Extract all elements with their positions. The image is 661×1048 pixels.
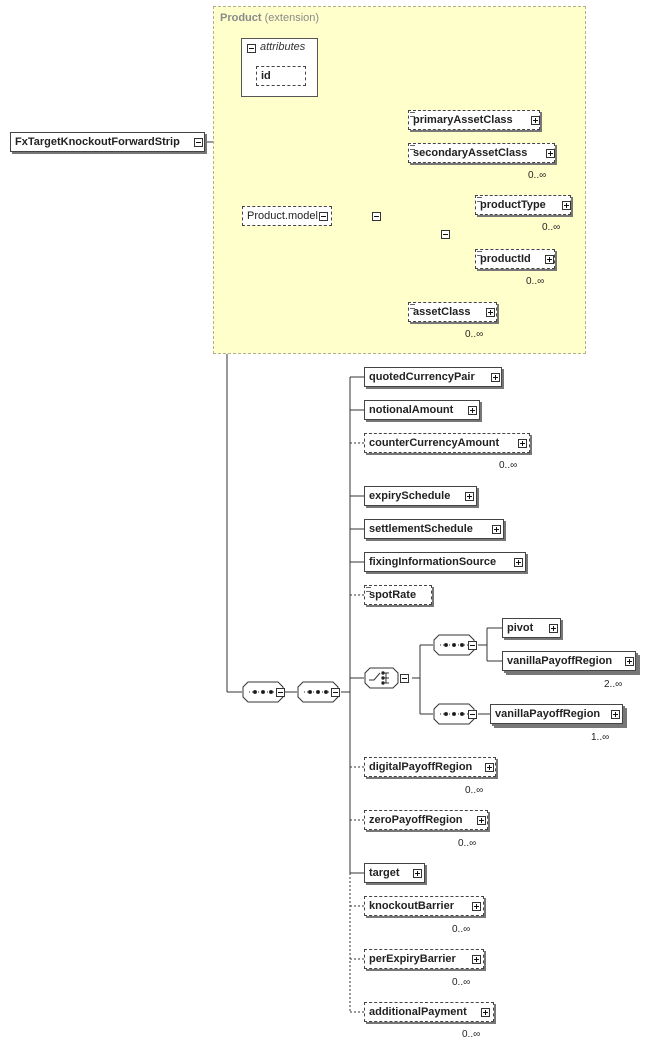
element-spot-rate[interactable]: spotRate (364, 585, 432, 605)
expand-toggle[interactable] (546, 149, 555, 158)
element-label: settlementSchedule (369, 523, 473, 535)
expand-toggle[interactable] (491, 373, 500, 382)
element-label: knockoutBarrier (369, 900, 454, 912)
root-element[interactable]: FxTargetKnockoutForwardStrip (10, 132, 205, 152)
element-label: counterCurrencyAmount (369, 437, 500, 449)
collapse-toggle[interactable] (194, 138, 203, 147)
element-label: target (369, 867, 400, 879)
product-model-label: Product.model (247, 210, 318, 222)
element-asset-class[interactable]: assetClass (408, 302, 497, 322)
cardinality-label: 1..∞ (591, 732, 610, 743)
element-label: primaryAssetClass (413, 114, 513, 126)
element-label: digitalPayoffRegion (369, 761, 473, 773)
element-product-id[interactable]: productId (475, 249, 555, 269)
expand-toggle[interactable] (549, 624, 558, 633)
extension-kind-label: (extension) (264, 12, 320, 24)
choice-compositor (364, 667, 399, 689)
element-label: secondaryAssetClass (413, 147, 528, 159)
cardinality-label: 0..∞ (458, 838, 477, 849)
element-quoted-currency-pair[interactable]: quotedCurrencyPair (364, 367, 502, 387)
element-target[interactable]: target (364, 863, 425, 883)
expand-toggle[interactable] (472, 955, 481, 964)
expand-toggle[interactable] (492, 525, 501, 534)
cardinality-label: 0..∞ (462, 1029, 481, 1040)
attribute-id[interactable]: id (256, 66, 306, 86)
element-label: zeroPayoffRegion (369, 814, 463, 826)
cardinality-label: 0..∞ (452, 977, 471, 988)
element-zero-payoff-region[interactable]: zeroPayoffRegion (364, 810, 488, 830)
collapse-toggle[interactable] (247, 44, 256, 53)
sequence-compositor (433, 634, 475, 656)
element-expiry-schedule[interactable]: expirySchedule (364, 486, 477, 506)
cardinality-label: 0..∞ (499, 460, 518, 471)
element-label: fixingInformationSource (369, 556, 497, 568)
expand-toggle[interactable] (481, 1008, 490, 1017)
sequence-compositor (297, 681, 339, 703)
element-settlement-schedule[interactable]: settlementSchedule (364, 519, 504, 539)
sequence-compositor (433, 703, 475, 725)
sequence-compositor (242, 681, 284, 703)
element-label: additionalPayment (369, 1006, 467, 1018)
element-label: perExpiryBarrier (369, 953, 456, 965)
expand-toggle[interactable] (485, 763, 494, 772)
element-additional-payment[interactable]: additionalPayment (364, 1002, 494, 1022)
expand-toggle[interactable] (477, 816, 486, 825)
expand-toggle[interactable] (413, 869, 422, 878)
cardinality-label: 0..∞ (526, 276, 545, 287)
expand-toggle[interactable] (465, 492, 474, 501)
element-label: quotedCurrencyPair (369, 371, 475, 383)
expand-toggle[interactable] (468, 406, 477, 415)
attributes-heading: attributes (260, 41, 306, 53)
expand-toggle[interactable] (518, 439, 527, 448)
collapse-toggle[interactable] (468, 641, 477, 650)
expand-toggle[interactable] (531, 116, 540, 125)
element-label: assetClass (413, 306, 471, 318)
element-digital-payoff-region[interactable]: digitalPayoffRegion (364, 757, 496, 777)
expand-toggle[interactable] (625, 657, 634, 666)
cardinality-label: 0..∞ (528, 170, 547, 181)
element-label: notionalAmount (369, 404, 454, 416)
collapse-toggle[interactable] (319, 212, 328, 221)
element-label: spotRate (369, 589, 417, 601)
collapse-toggle[interactable] (441, 230, 450, 239)
element-label: vanillaPayoffRegion (495, 708, 601, 720)
element-counter-currency-amount[interactable]: counterCurrencyAmount (364, 433, 530, 453)
element-fixing-information-source[interactable]: fixingInformationSource (364, 552, 526, 572)
element-label: productType (480, 199, 546, 211)
element-primary-asset-class[interactable]: primaryAssetClass (408, 110, 540, 130)
element-pivot[interactable]: pivot (502, 618, 561, 638)
collapse-toggle[interactable] (372, 212, 381, 221)
extension-base-label: Product (220, 12, 262, 24)
product-model-group[interactable]: Product.model (242, 206, 332, 226)
element-label: pivot (507, 622, 534, 634)
collapse-toggle[interactable] (331, 688, 340, 697)
expand-toggle[interactable] (514, 558, 523, 567)
element-knockout-barrier[interactable]: knockoutBarrier (364, 896, 484, 916)
element-label: productId (480, 253, 531, 265)
cardinality-label: 2..∞ (604, 679, 623, 690)
element-label: expirySchedule (369, 490, 451, 502)
expand-toggle[interactable] (545, 255, 554, 264)
cardinality-label: 0..∞ (465, 785, 484, 796)
cardinality-label: 0..∞ (542, 222, 561, 233)
element-vanilla-payoff-region[interactable]: vanillaPayoffRegion (502, 651, 636, 671)
element-product-type[interactable]: productType (475, 195, 571, 215)
cardinality-label: 0..∞ (452, 924, 471, 935)
element-label: vanillaPayoffRegion (507, 655, 613, 667)
attribute-id-label: id (261, 70, 271, 82)
collapse-toggle[interactable] (276, 688, 285, 697)
expand-toggle[interactable] (486, 308, 495, 317)
expand-toggle[interactable] (562, 201, 571, 210)
root-element-label: FxTargetKnockoutForwardStrip (15, 136, 180, 148)
expand-toggle[interactable] (611, 710, 620, 719)
collapse-toggle[interactable] (400, 674, 409, 683)
element-secondary-asset-class[interactable]: secondaryAssetClass (408, 143, 555, 163)
expand-toggle[interactable] (472, 902, 481, 911)
collapse-toggle[interactable] (468, 710, 477, 719)
element-vanilla-payoff-region[interactable]: vanillaPayoffRegion (490, 704, 623, 724)
extension-title: Product (extension) (220, 12, 319, 24)
element-notional-amount[interactable]: notionalAmount (364, 400, 480, 420)
element-per-expiry-barrier[interactable]: perExpiryBarrier (364, 949, 484, 969)
cardinality-label: 0..∞ (465, 329, 484, 340)
